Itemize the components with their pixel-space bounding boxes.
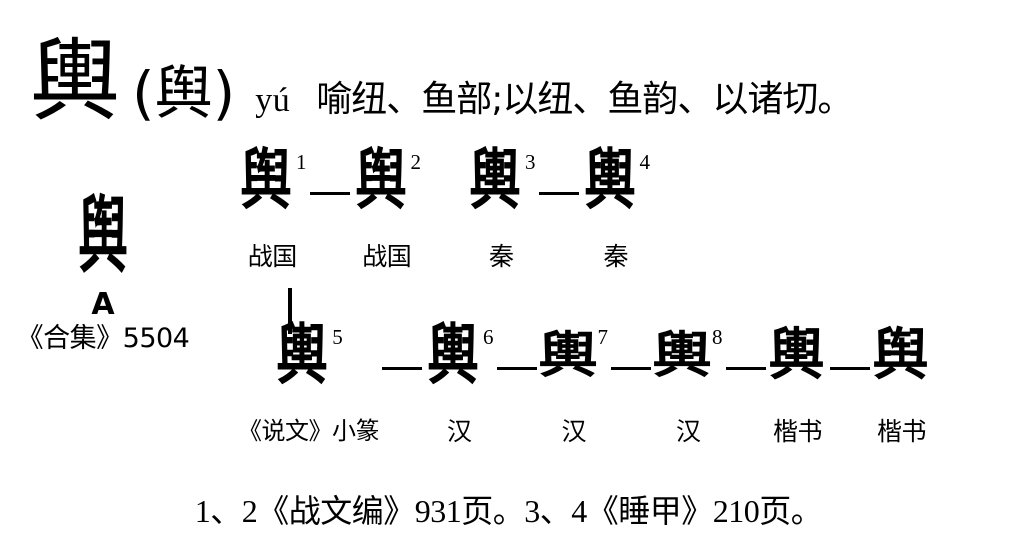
phonology-note: 喻纽、鱼部;以纽、鱼韵、以诸切。 <box>316 79 853 120</box>
glyph-index-number: 1 <box>296 150 307 174</box>
entry-header: 輿 (舆) yú 喻纽、鱼部;以纽、鱼韵、以诸切。 <box>0 0 1017 130</box>
glyph-index-number: 8 <box>712 325 723 349</box>
glyph-index-number: 2 <box>410 150 422 174</box>
evolution-cell: 輿 5 《说文》小篆 <box>238 319 380 445</box>
connector-dash <box>536 150 582 236</box>
connector-dash <box>723 325 769 411</box>
connector-dash <box>608 325 654 411</box>
script-glyph: 舆 <box>354 142 407 219</box>
glyph-group: 舆 <box>873 325 931 411</box>
glyph-group: 舆 1 <box>238 144 307 236</box>
glyph-era-label: 战国 <box>247 242 298 271</box>
oracle-bone-letter-label: A <box>91 287 115 322</box>
script-glyph: 輿 <box>652 326 712 385</box>
script-glyph: 輿 <box>276 317 329 394</box>
script-glyph: 輿 <box>469 142 521 219</box>
connector-gap <box>421 150 467 236</box>
evolution-cell: 輿 楷书 <box>769 325 827 444</box>
connector-dash <box>494 325 540 411</box>
glyph-era-label: 汉 <box>446 417 472 446</box>
glyph-era-label: 战国 <box>362 242 412 271</box>
connector-dash <box>307 150 353 236</box>
glyph-era-label: 秦 <box>488 242 514 271</box>
glyph-group: 輿 8 <box>652 325 723 411</box>
script-glyph: 輿 <box>427 317 479 394</box>
script-glyph: 舆 <box>240 142 292 219</box>
connector-dash <box>827 325 873 411</box>
glyph-group: 輿 7 <box>537 325 609 411</box>
glyph-index-number: 5 <box>332 325 343 349</box>
glyph-group: 輿 5 <box>274 319 343 411</box>
evolution-cell: 輿 8 汉 <box>652 325 723 446</box>
script-glyph: 輿 <box>583 142 636 219</box>
glyph-group: 輿 <box>769 325 827 411</box>
glyph-index-number: 3 <box>525 150 536 174</box>
glyph-era-label: 楷书 <box>772 417 823 446</box>
source-footnote: 1、2《战文编》931页。3、4《睡甲》210页。 <box>194 493 823 529</box>
glyph-index-number: 4 <box>639 150 651 174</box>
evolution-cell: 輿 6 汉 <box>425 319 494 446</box>
glyph-era-label: 《说文》小篆 <box>238 417 380 445</box>
glyph-group: 輿 4 <box>582 144 651 236</box>
pinyin-reading: yú <box>255 82 291 119</box>
glyph-group: 輿 3 <box>467 144 536 236</box>
evolution-cell: 舆 1 战国 <box>238 144 307 271</box>
headword-simplified: (舆) <box>132 59 236 127</box>
glyph-era-label: 汉 <box>675 417 701 446</box>
script-glyph: 舆 <box>872 323 929 388</box>
glyph-index-number: 7 <box>597 325 609 349</box>
script-glyph: 輿 <box>768 323 825 388</box>
vertical-connector-line <box>288 288 292 334</box>
script-glyph: 輿 <box>537 326 598 385</box>
oracle-bone-glyph: 舆 <box>78 186 128 285</box>
oracle-bone-source-citation: 《合集》5504 <box>16 323 190 354</box>
evolution-cell: 舆 楷书 <box>873 325 931 444</box>
glyph-era-label: 楷书 <box>876 417 927 446</box>
glyph-group: 輿 6 <box>425 319 494 411</box>
oracle-bone-column: 舆 A 《合集》5504 <box>8 190 198 355</box>
evolution-cell: 輿 7 汉 <box>537 325 609 446</box>
glyph-era-label: 汉 <box>561 417 586 446</box>
glyph-era-label: 秦 <box>603 242 628 271</box>
evolution-cell: 舆 2 战国 <box>353 144 422 271</box>
glyph-index-number: 6 <box>483 325 494 349</box>
glyph-group: 舆 2 <box>353 144 422 236</box>
evolution-row-top: 舆 1 战国 舆 2 战国 輿 3 秦 輿 4 秦 <box>238 144 651 271</box>
connector-dash <box>379 325 425 411</box>
evolution-cell: 輿 4 秦 <box>582 144 651 271</box>
headword-traditional: 輿 <box>30 28 120 134</box>
evolution-row-bottom: 輿 5 《说文》小篆 輿 6 汉 輿 7 汉 輿 8 汉 輿 楷书 <box>238 319 931 446</box>
evolution-cell: 輿 3 秦 <box>467 144 536 271</box>
